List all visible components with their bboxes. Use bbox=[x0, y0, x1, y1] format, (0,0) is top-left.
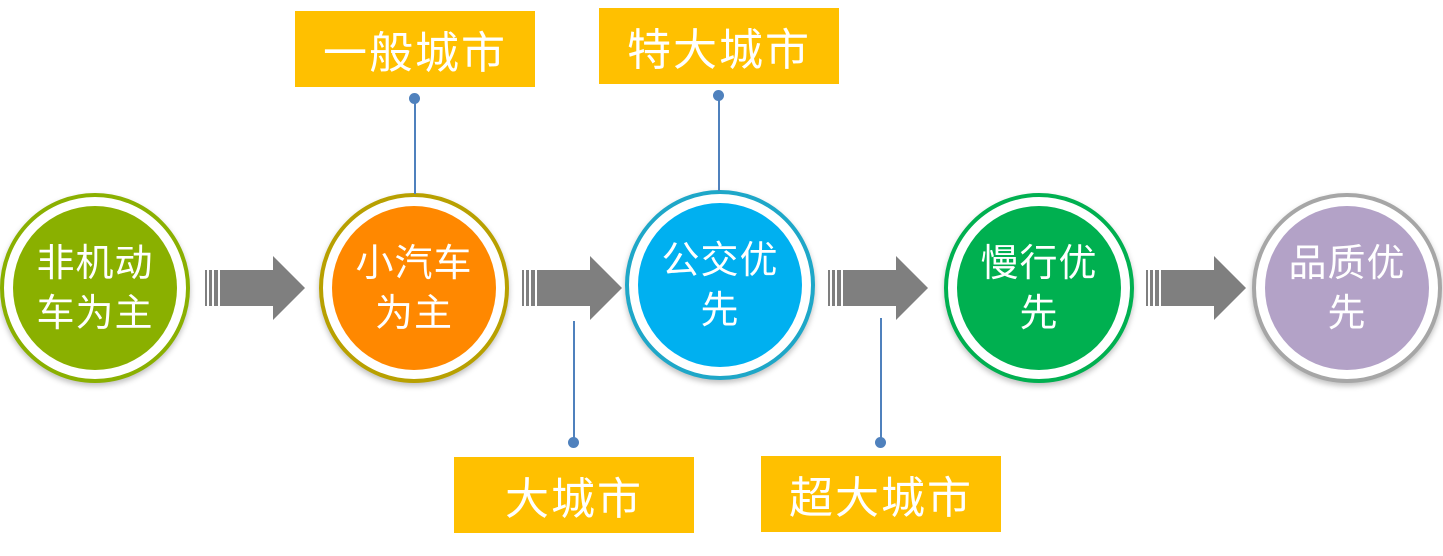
arrow-3 bbox=[828, 256, 928, 320]
city-label-general: 一般城市 bbox=[295, 11, 535, 87]
connector-line-general bbox=[414, 98, 416, 194]
connector-line-super bbox=[880, 318, 882, 443]
city-label-megacity-text: 特大城市 bbox=[627, 25, 811, 76]
stage-non-motorized-fill: 非机动车为主 bbox=[13, 206, 177, 370]
stage-non-motorized: 非机动车为主 bbox=[0, 193, 190, 383]
stage-transit-priority: 公交优先 bbox=[625, 190, 815, 380]
stage-quality-priority-fill: 品质优先 bbox=[1265, 206, 1429, 370]
stage-quality-priority-label: 品质优先 bbox=[1288, 241, 1406, 335]
stage-transit-priority-label: 公交优先 bbox=[661, 238, 779, 332]
connector-dot-super bbox=[875, 437, 886, 448]
arrow-1 bbox=[205, 256, 305, 320]
city-label-super-text: 超大城市 bbox=[789, 473, 973, 524]
connector-line-large bbox=[573, 321, 575, 443]
city-label-megacity: 特大城市 bbox=[599, 8, 839, 84]
stage-non-motorized-label: 非机动车为主 bbox=[36, 241, 154, 335]
stage-slow-traffic-priority-fill: 慢行优先 bbox=[957, 206, 1121, 370]
stage-slow-traffic-priority: 慢行优先 bbox=[944, 193, 1134, 383]
stage-transit-priority-fill: 公交优先 bbox=[638, 203, 802, 367]
city-label-large: 大城市 bbox=[454, 457, 694, 533]
city-label-large-text: 大城市 bbox=[505, 474, 643, 525]
arrow-2 bbox=[522, 256, 622, 320]
stage-car-dominant-fill: 小汽车为主 bbox=[332, 206, 496, 370]
stage-slow-traffic-priority-label: 慢行优先 bbox=[980, 241, 1098, 335]
arrow-4 bbox=[1146, 256, 1246, 320]
connector-line-megacity bbox=[718, 95, 720, 191]
stage-car-dominant: 小汽车为主 bbox=[319, 193, 509, 383]
stage-quality-priority: 品质优先 bbox=[1252, 193, 1442, 383]
city-label-super: 超大城市 bbox=[761, 456, 1001, 532]
connector-dot-large bbox=[568, 437, 579, 448]
city-label-general-text: 一般城市 bbox=[323, 28, 507, 79]
stage-car-dominant-label: 小汽车为主 bbox=[355, 241, 473, 335]
